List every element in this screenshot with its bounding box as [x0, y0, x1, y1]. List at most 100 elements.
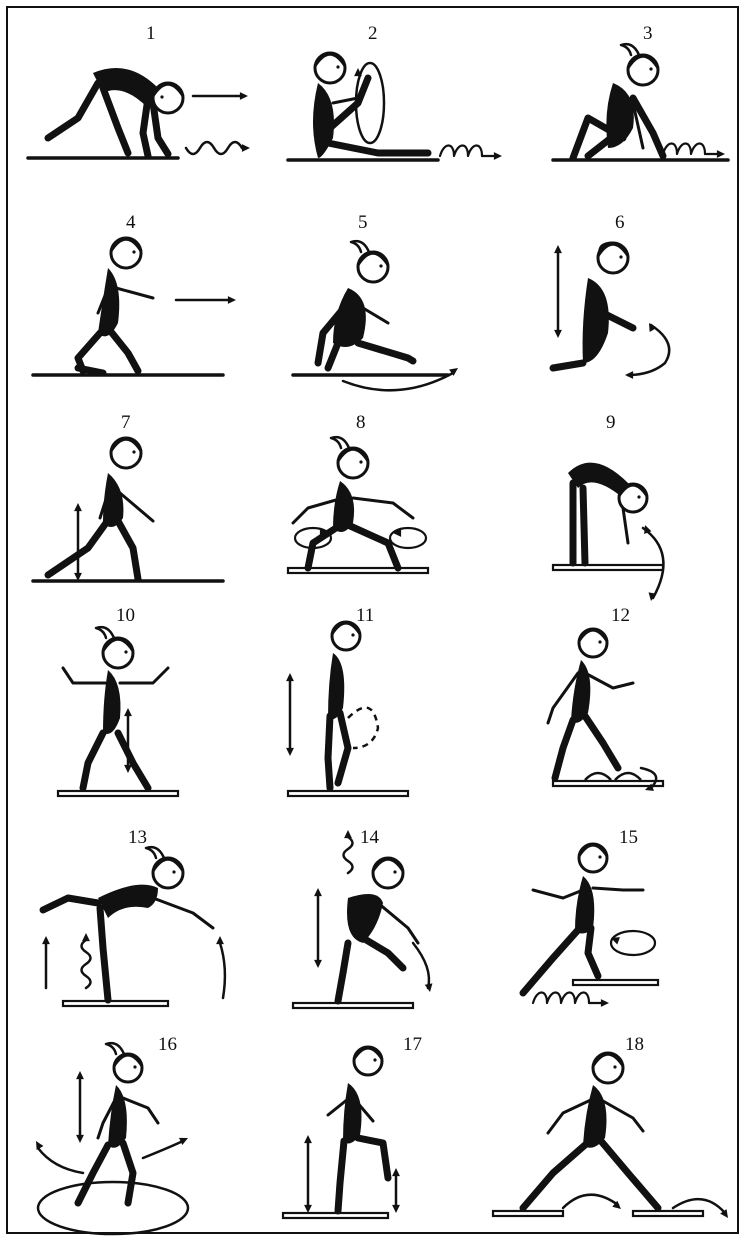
child-figure — [568, 463, 647, 563]
arrowhead-icon — [304, 1205, 312, 1213]
figure-number: 1 — [146, 24, 156, 43]
exercise-drawing — [8, 403, 248, 603]
arrowhead-icon — [240, 92, 248, 100]
limb — [555, 720, 573, 778]
balance-board — [633, 1211, 703, 1216]
child-figure — [553, 243, 633, 368]
curved-shaft — [143, 1141, 183, 1158]
arm — [363, 308, 388, 323]
exercise-figure-16: 16 — [8, 1023, 248, 1223]
eye — [359, 460, 362, 463]
double-arrow-vertical-icon — [74, 503, 82, 581]
child-figure — [318, 241, 413, 368]
figure-number: 12 — [611, 606, 630, 625]
arm — [603, 1101, 643, 1131]
torso — [333, 288, 366, 347]
double-arrow-vertical-icon — [392, 1168, 400, 1213]
arm — [593, 888, 643, 890]
eye — [649, 67, 652, 70]
balance-board — [288, 791, 408, 796]
head — [111, 438, 141, 468]
child-figure — [573, 44, 663, 158]
ponytail — [96, 627, 114, 638]
head — [619, 484, 647, 512]
eye — [336, 65, 339, 68]
exercise-drawing — [8, 598, 248, 798]
torso — [347, 894, 383, 943]
torso — [583, 278, 609, 363]
exercise-figure-10: 10 — [8, 598, 248, 798]
figure-number: 4 — [126, 213, 136, 232]
exercise-figure-14: 14 — [248, 818, 488, 1018]
rotate-arrow-icon — [625, 325, 669, 379]
loops-shaft — [533, 993, 589, 1004]
arrowhead-icon — [124, 765, 132, 773]
exercise-figure-2: 2 — [248, 8, 488, 208]
arrow-right-icon — [176, 296, 236, 304]
child-figure — [548, 629, 633, 778]
arrowhead-icon — [304, 1135, 312, 1143]
torso — [583, 1085, 607, 1148]
double-arrow-vertical-icon — [286, 673, 294, 756]
head — [373, 858, 403, 888]
eye — [598, 640, 601, 643]
limb — [118, 733, 148, 788]
head — [114, 1054, 142, 1082]
eye — [351, 633, 354, 636]
figure-number: 9 — [606, 413, 616, 432]
limb — [588, 928, 598, 976]
limb — [553, 363, 583, 368]
figure-number: 6 — [615, 213, 625, 232]
curved-arrow-up-icon — [216, 936, 225, 998]
arrowhead-icon — [124, 708, 132, 716]
torso — [343, 1083, 362, 1143]
limb — [338, 1141, 344, 1211]
double-arrow-vertical-icon — [314, 888, 322, 968]
ponytail — [351, 241, 369, 252]
arrowhead-icon — [717, 150, 725, 158]
eye — [613, 1065, 616, 1068]
child-figure — [523, 844, 643, 993]
torso — [103, 473, 123, 527]
figure-number: 11 — [356, 606, 374, 625]
curved-shaft — [220, 943, 225, 998]
exercise-drawing — [8, 818, 248, 1018]
torso — [571, 660, 590, 723]
exercise-drawing — [8, 203, 248, 403]
limb — [328, 143, 428, 153]
arrowhead-icon — [554, 330, 562, 338]
curved-shaft — [413, 943, 429, 988]
arrowhead-icon — [286, 673, 294, 681]
arm — [585, 673, 633, 688]
massage-ball — [615, 773, 641, 780]
limb — [348, 525, 398, 568]
figure-number: 5 — [358, 213, 368, 232]
head — [628, 55, 658, 85]
arrowhead-icon — [228, 296, 236, 304]
balance-board — [293, 1003, 413, 1008]
child-figure — [63, 627, 168, 788]
arrowhead-icon — [392, 1205, 400, 1213]
figure-number: 14 — [360, 828, 379, 847]
exercise-figure-3: 3 — [493, 8, 733, 208]
limb — [523, 930, 578, 993]
arrowhead-icon — [82, 933, 90, 941]
wavy-arrow-up-icon — [82, 933, 91, 988]
hop-arrow-right-icon — [563, 1195, 621, 1209]
limb — [103, 88, 128, 153]
exercise-drawing — [248, 818, 488, 1018]
torso — [98, 885, 158, 918]
exercise-figure-13: 13 — [8, 818, 248, 1018]
eye — [172, 870, 175, 873]
arrowhead-icon — [344, 830, 352, 838]
balance-board — [553, 565, 663, 570]
limb — [108, 328, 138, 371]
child-figure — [78, 1043, 158, 1203]
arrowhead-icon — [601, 999, 609, 1007]
exercise-drawing — [493, 203, 733, 403]
torso — [93, 68, 158, 108]
ponytail — [106, 1043, 124, 1054]
limb — [83, 733, 103, 788]
arrowhead-icon — [286, 748, 294, 756]
